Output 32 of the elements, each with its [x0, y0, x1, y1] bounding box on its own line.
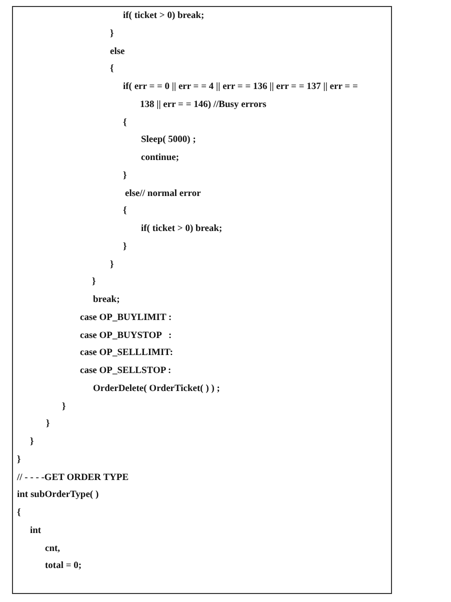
code-line: } [123, 242, 127, 253]
code-line: 138 || err = = 146) //Busy errors [140, 100, 266, 111]
code-line: case OP_SELLLIMIT: [80, 348, 173, 360]
code-line: case OP_BUYLIMIT : [80, 312, 172, 324]
code-line: } [110, 260, 114, 270]
code-line: } [46, 419, 50, 430]
code-line: total = 0; [45, 561, 82, 572]
code-line: } [123, 170, 127, 182]
code-line: // - - - -GET ORDER TYPE [17, 472, 129, 484]
code-line: if( err = = 0 || err = = 4 || err = = 136 || err = = 137 || err = = [123, 82, 358, 93]
code-line: { [110, 64, 114, 76]
code-line: case OP_BUYSTOP : [80, 330, 172, 342]
code-line: cnt, [45, 544, 60, 554]
code-line: } [92, 277, 96, 288]
code-line: { [123, 118, 127, 128]
code-line: continue; [141, 153, 179, 164]
code-line: } [62, 402, 66, 412]
code-line: else [110, 46, 125, 58]
code-line: else// normal error [125, 188, 201, 200]
code-line: if( ticket > 0) break; [141, 224, 222, 235]
code-line: if( ticket > 0) break; [123, 11, 204, 22]
code-line: int [30, 526, 42, 537]
code-line: } [30, 437, 34, 448]
code-line: { [123, 206, 127, 218]
code-line: { [17, 508, 21, 519]
code-line: int subOrderType( ) [17, 490, 99, 502]
code-line: } [110, 28, 114, 40]
code-line: } [17, 454, 21, 466]
code-line: case OP_SELLSTOP : [80, 366, 172, 377]
code-line: OrderDelete( OrderTicket( ) ) ; [93, 384, 220, 395]
code-line: break; [93, 295, 120, 306]
code-line: Sleep( 5000) ; [141, 135, 196, 146]
